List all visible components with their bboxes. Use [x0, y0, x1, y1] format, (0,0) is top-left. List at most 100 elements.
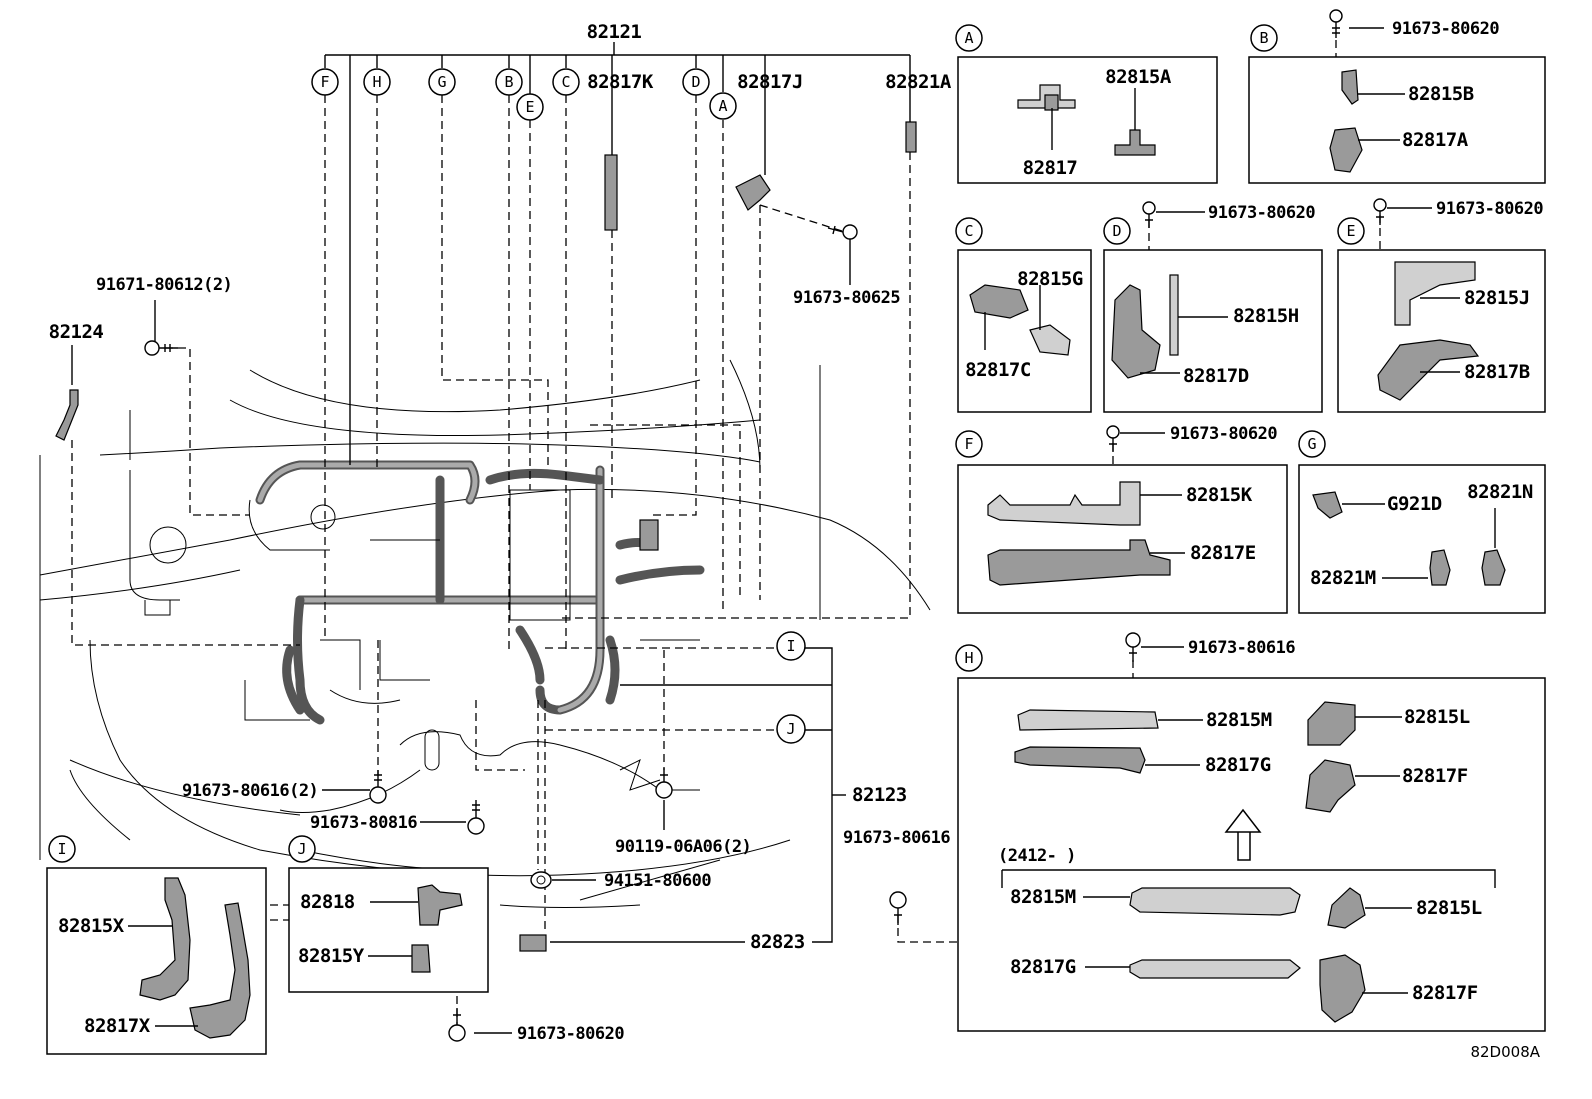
callout-j: J [776, 714, 806, 744]
part-82815M-label: 82815M [1206, 709, 1272, 731]
diagram-code: 82D008A [1470, 1043, 1540, 1061]
callout-h: H [363, 68, 391, 96]
svg-text:J: J [786, 720, 795, 738]
part-82815M-new-label: 82815M [1010, 886, 1076, 908]
svg-text:H: H [372, 73, 381, 91]
callout-g: G [428, 68, 456, 96]
detail-panel-d: D 91673-80620 82815H 82817D [1103, 201, 1323, 413]
svg-text:G: G [437, 73, 446, 91]
main-labels: 82121 82817K 82817J 82821A 82124 91671-8… [49, 21, 953, 1044]
detail-panel-g: G G921D 82821N 82821M [1298, 430, 1546, 614]
part-82815J-label: 82815J [1464, 287, 1530, 309]
bolt-icon [1106, 425, 1120, 452]
part-82817G-new-label: 82817G [1010, 956, 1076, 978]
callout-b: B [495, 68, 523, 96]
svg-text:E: E [1346, 222, 1355, 240]
svg-text:G: G [1307, 435, 1316, 453]
bolt-icon [144, 340, 178, 356]
bolt-91673-80816-label: 91673-80816 [310, 813, 417, 833]
bolt-icon [369, 770, 387, 804]
part-82815L-label: 82815L [1404, 706, 1470, 728]
bolt-icon [1125, 632, 1141, 662]
part-82817B-label: 82817B [1464, 361, 1530, 383]
part-82817F-label: 82817F [1402, 765, 1468, 787]
bolt-91673-80620-f-label: 91673-80620 [1170, 424, 1277, 444]
bolt-icon [827, 224, 858, 240]
part-82817K-label: 82817K [587, 71, 654, 93]
svg-text:E: E [525, 98, 534, 116]
part-82815B-label: 82815B [1408, 83, 1474, 105]
part-82817D-label: 82817D [1183, 365, 1249, 387]
part-82817-label: 82817 [1023, 157, 1078, 179]
svg-text:I: I [786, 637, 795, 655]
part-G921D-label: G921D [1387, 493, 1442, 515]
svg-text:F: F [964, 435, 973, 453]
part-82815X-label: 82815X [58, 915, 125, 937]
bolt-91673-80620-e-label: 91673-80620 [1436, 199, 1543, 219]
bolt-icon [467, 800, 485, 835]
svg-text:C: C [964, 222, 973, 240]
bolt-icon [1142, 201, 1156, 228]
part-82121-label: 82121 [587, 21, 642, 43]
callout-i: I [776, 631, 806, 661]
part-82817C-label: 82817C [965, 359, 1031, 381]
callout-e: E [516, 93, 544, 121]
detail-panel-f: F 91673-80620 82815K 82817E [955, 424, 1288, 614]
main-engine-harness [55, 121, 917, 952]
bolt-91673-80620-j-label: 91673-80620 [517, 1024, 624, 1044]
detail-panel-h: H (2412- ) 91673-80616 82815M 82817G 828… [955, 632, 1546, 1032]
bolt-91673-80616-2-label: 91673-80616(2) [182, 781, 318, 801]
svg-text:B: B [1259, 29, 1268, 47]
part-82124-label: 82124 [49, 321, 104, 343]
clip-icon [530, 871, 552, 889]
nut-icon [655, 768, 673, 799]
bolt-icon [1329, 9, 1343, 38]
callout-c: C [552, 68, 580, 96]
date-note: (2412- ) [998, 846, 1076, 866]
svg-text:A: A [718, 97, 727, 115]
svg-text:D: D [1112, 222, 1121, 240]
detail-panel-e: E 91673-80620 82815J 82817B [1337, 198, 1546, 413]
bolt-91673-80625-label: 91673-80625 [793, 288, 900, 308]
part-82817G-label: 82817G [1205, 754, 1271, 776]
part-82815Y-label: 82815Y [298, 945, 365, 967]
callout-a: A [709, 92, 737, 120]
svg-text:H: H [964, 649, 973, 667]
callout-d: D [682, 68, 710, 96]
part-82817A-label: 82817A [1402, 129, 1469, 151]
bolt-91673-80616-h-label: 91673-80616 [1188, 638, 1295, 658]
part-82817X-label: 82817X [84, 1015, 151, 1037]
part-82815K-label: 82815K [1186, 484, 1253, 506]
bolt-91673-80620-d-label: 91673-80620 [1208, 203, 1315, 223]
nut-90119-06A06-label: 90119-06A06(2) [615, 837, 751, 857]
detail-panel-j: J 82818 82815Y [288, 835, 489, 993]
bolt-icon [889, 891, 907, 925]
clip-94151-80600-label: 94151-80600 [604, 871, 711, 891]
svg-text:F: F [320, 73, 329, 91]
svg-text:D: D [691, 73, 700, 91]
callout-f: F [311, 68, 339, 96]
svg-text:C: C [561, 73, 570, 91]
part-82817F-new-label: 82817F [1412, 982, 1478, 1004]
part-82817E-label: 82817E [1190, 542, 1256, 564]
detail-panel-b: B 91673-80620 82815B 82817A [1248, 19, 1546, 184]
arrow-up-icon [1224, 808, 1262, 861]
fasteners [144, 9, 1343, 1042]
part-82815L-new-label: 82815L [1416, 897, 1482, 919]
bolt-91673-80616-side-label: 91673-80616 [843, 828, 950, 848]
part-82821N-label: 82821N [1467, 481, 1533, 503]
svg-text:J: J [297, 840, 306, 858]
part-82823-label: 82823 [750, 931, 805, 953]
part-82815H-label: 82815H [1233, 305, 1299, 327]
svg-text:A: A [964, 29, 973, 47]
svg-text:B: B [504, 73, 513, 91]
detail-panel-c: C 82815G 82817C [955, 217, 1092, 413]
part-82818-label: 82818 [300, 891, 355, 913]
bolt-icon [448, 1008, 466, 1042]
bolt-91673-80620-b-label: 91673-80620 [1392, 19, 1499, 39]
detail-panel-i: I 82815X 82817X [46, 835, 267, 1055]
part-82123-label: 82123 [852, 784, 907, 806]
callout-markers: F H G B E C D A I J [311, 68, 806, 744]
part-82821A-label: 82821A [885, 71, 952, 93]
